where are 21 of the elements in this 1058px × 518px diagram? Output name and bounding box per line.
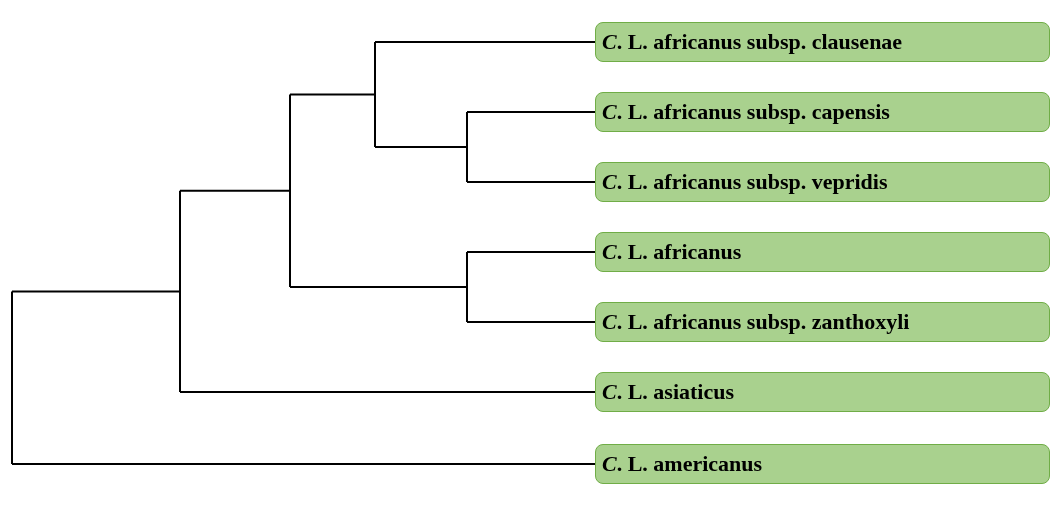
taxon-box xyxy=(595,92,1050,132)
taxon-name: C. L. africanus subsp. zanthoxyli xyxy=(602,309,910,335)
taxon-name: C. L. africanus subsp. capensis xyxy=(602,99,890,125)
taxon-box xyxy=(595,22,1050,62)
branch-line xyxy=(374,41,596,43)
branch-line xyxy=(466,321,596,323)
branch-line xyxy=(466,111,596,113)
branch-line xyxy=(466,181,596,183)
taxon-box xyxy=(595,302,1050,342)
branch-line xyxy=(466,251,596,253)
taxon-name: C. L. africanus subsp. clausenae xyxy=(602,29,903,55)
taxon-box xyxy=(595,162,1050,202)
taxon-box xyxy=(595,232,1050,272)
branch-line xyxy=(11,463,596,465)
taxon-name: C. L. americanus xyxy=(602,451,763,477)
branch-line xyxy=(179,391,596,393)
taxon-box xyxy=(595,444,1050,484)
taxon-name: C. L. africanus xyxy=(602,239,742,265)
taxon-name: C. L. africanus subsp. vepridis xyxy=(602,169,888,195)
taxon-name: C. L. asiaticus xyxy=(602,379,735,405)
taxon-box xyxy=(595,372,1050,412)
